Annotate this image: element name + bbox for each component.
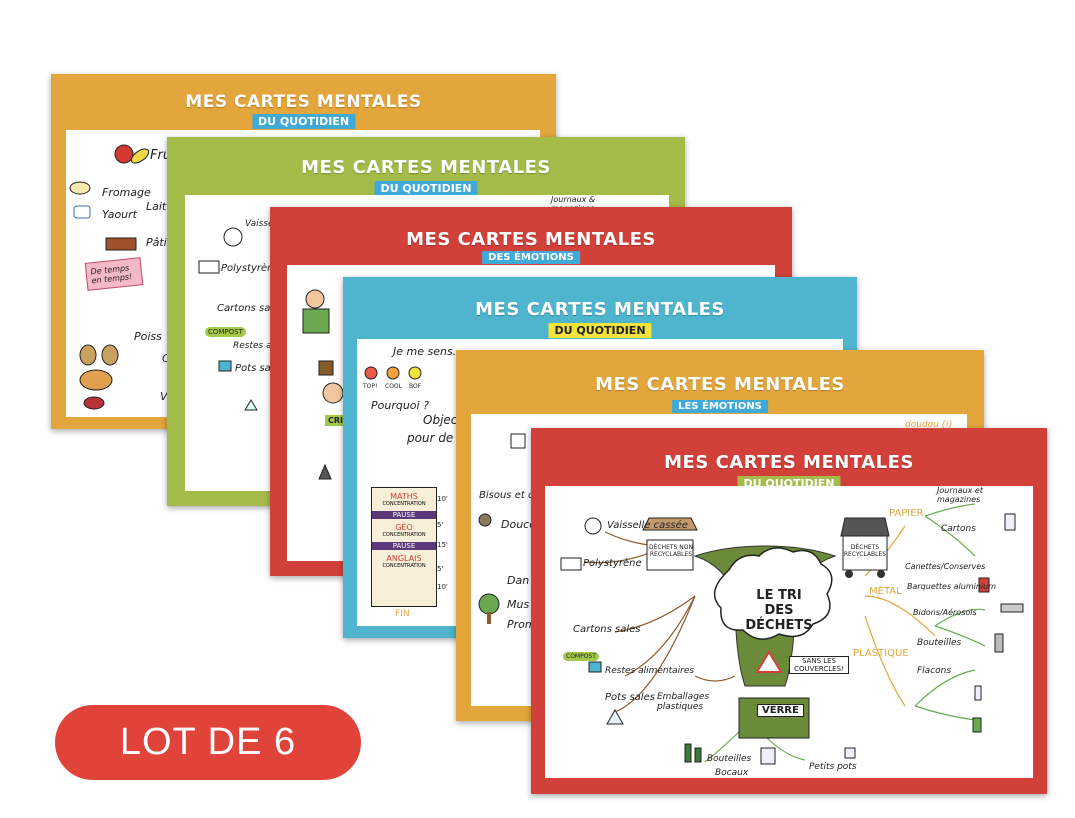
map-word: Poiss: [134, 330, 162, 343]
card-title: MES CARTES MENTALES: [301, 157, 551, 178]
card-red-tri-dechets[interactable]: MES CARTES MENTALES DU QUOTIDIEN: [531, 428, 1047, 794]
schedule-geo: GÉO: [395, 523, 413, 532]
map-word: Barquettes aluminium: [907, 582, 997, 591]
card-subtitle: DU QUOTIDIEN: [374, 181, 478, 196]
schedule-fin: FIN: [395, 609, 410, 619]
map-word: Polystyrène: [221, 263, 280, 274]
mood-top: TOP!: [363, 383, 378, 390]
map-word: Objec: [423, 413, 458, 427]
map-word: Pots sale: [235, 363, 280, 374]
schedule-pause: PAUSE: [372, 542, 436, 550]
map-word: Yaourt: [102, 208, 137, 221]
map-word: Journaux et magazines: [937, 486, 983, 504]
schedule-concentration: CONCENTRATION: [382, 563, 426, 569]
waste-doodles: [198, 227, 258, 411]
map-word: Polystyrène: [583, 558, 642, 569]
duration-label: 10': [437, 583, 448, 591]
map-word: Fru: [150, 148, 172, 163]
schedule-pause: PAUSE: [372, 511, 436, 519]
map-word: pour de: [407, 431, 454, 445]
map-word: Flacons: [917, 666, 952, 676]
map-word: Cartons sales: [573, 624, 641, 635]
schedule-concentration: CONCENTRATION: [382, 501, 426, 507]
waste-mind-map: [560, 503, 1024, 765]
card-title: MES CARTES MENTALES: [595, 374, 845, 395]
bin-label-non-recyclable: DÉCHETS NON RECYCLABLES: [649, 544, 693, 558]
map-word: Vaisselle: [245, 219, 285, 229]
compost-label: COMPOST: [205, 327, 246, 337]
warning-note: SANS LES COUVERCLES!: [789, 656, 849, 674]
map-word: Restes alimentaires: [605, 666, 695, 676]
compost-label: COMPOST: [563, 652, 599, 661]
emotion-doodles: [478, 433, 526, 624]
map-word: Pourquoi ?: [371, 399, 429, 412]
lot-badge: LOT DE 6: [55, 705, 361, 780]
food-doodles: [69, 144, 150, 410]
map-word: Lait: [146, 200, 167, 213]
mood-cool: COOL: [385, 383, 402, 390]
map-word: Bocaux: [715, 768, 749, 778]
central-title: LE TRI DES DÉCHETS: [745, 588, 813, 633]
map-word: Emballages plastiques: [657, 692, 710, 712]
bin-label-recyclable: DÉCHETS RECYCLABLES: [843, 544, 887, 558]
schedule-anglais: ANGLAIS: [386, 554, 422, 563]
card-title: MES CARTES MENTALES: [664, 452, 914, 473]
duration-label: 15': [437, 541, 448, 549]
schedule-concentration: CONCENTRATION: [382, 532, 426, 538]
map-word: Mus: [507, 598, 530, 611]
map-word: Douce: [501, 518, 536, 531]
map-word: Cartons sales: [217, 303, 285, 314]
duration-label: 5': [437, 521, 444, 529]
map-word: Dan: [507, 574, 530, 587]
map-word: Restes ali: [233, 341, 277, 351]
card-subtitle: DU QUOTIDIEN: [251, 114, 356, 129]
cri-label: CRI: [325, 415, 347, 426]
map-word: Bidons/Aérosols: [913, 608, 977, 617]
duration-label: 10': [437, 495, 448, 503]
card-content: Vaisselle cassée Polystyrène DÉCHETS NON…: [545, 486, 1033, 778]
map-word: Pâtis: [146, 236, 173, 249]
map-word: doudou (!): [905, 420, 953, 430]
category-plastique: PLASTIQUE: [853, 648, 909, 659]
map-word: Bouteilles: [917, 638, 962, 648]
map-word: Petits pots: [809, 762, 857, 772]
card-title: MES CARTES MENTALES: [406, 229, 656, 250]
map-word: Vi: [160, 390, 171, 403]
map-word: Bisous et câ: [479, 490, 540, 501]
card-title: MES CARTES MENTALES: [475, 299, 725, 320]
schedule-maths: MATHS: [390, 492, 418, 501]
map-word: Pots sales: [605, 692, 655, 703]
card-title: MES CARTES MENTALES: [185, 92, 422, 112]
map-word: Je me sens...: [393, 345, 464, 358]
schedule-tower: MATHS CONCENTRATION PAUSE GÉO CONCENTRAT…: [371, 487, 437, 607]
card-subtitle: DU QUOTIDIEN: [548, 323, 652, 338]
mood-faces: [364, 366, 422, 380]
map-word: Fromage: [102, 186, 151, 199]
card-subtitle: DES ÉMOTIONS: [482, 251, 580, 264]
map-word: Bouteilles: [707, 754, 752, 764]
map-word: Cartons: [941, 524, 976, 534]
emotion-doodles: [302, 289, 344, 480]
duration-label: 5': [437, 565, 444, 573]
map-word: Vaisselle cassée: [607, 520, 688, 531]
card-subtitle: LES ÉMOTIONS: [672, 400, 768, 413]
map-word: Canettes/Conserves: [905, 562, 986, 571]
map-word: Prom: [507, 618, 536, 631]
category-metal: MÉTAL: [869, 586, 902, 597]
verre-label: VERRE: [757, 704, 804, 717]
category-papier: PAPIER: [889, 508, 924, 519]
mood-bof: BOF: [409, 383, 422, 390]
